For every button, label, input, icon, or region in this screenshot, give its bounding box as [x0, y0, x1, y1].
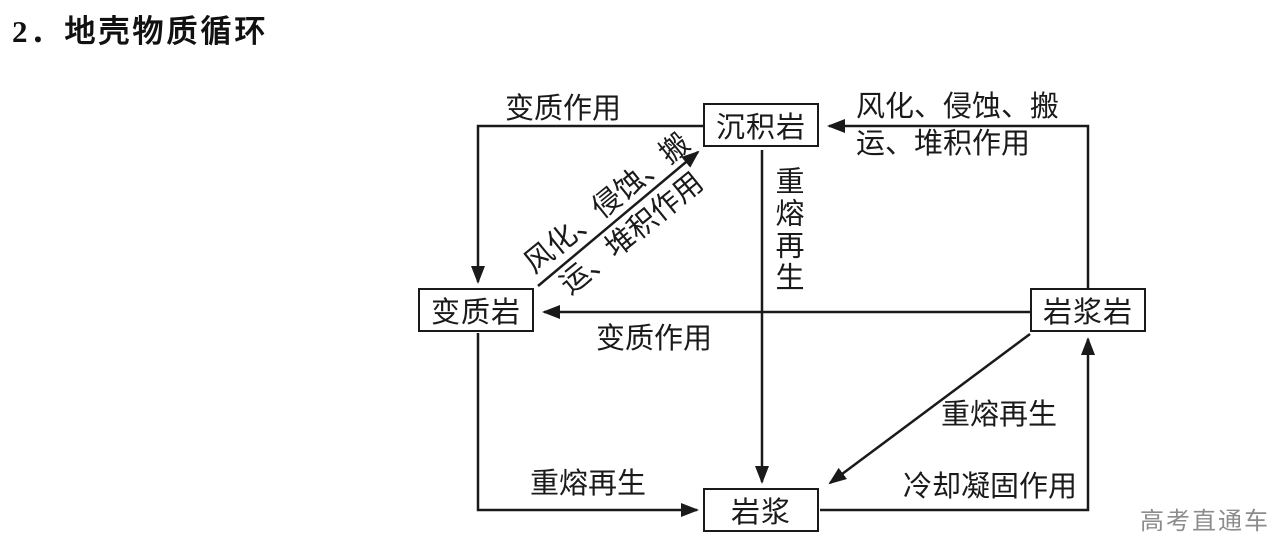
label-remelting-bottom-left: 重熔再生: [530, 468, 647, 500]
label-metamorphism-top: 变质作用: [505, 93, 622, 125]
label-metamorphism-middle: 变质作用: [596, 323, 713, 355]
node-magma: 岩浆: [703, 488, 819, 532]
node-igneous-rock: 岩浆岩: [1030, 288, 1146, 332]
label-remelting-right: 重熔再生: [941, 399, 1058, 431]
watermark: 高考直通车: [1140, 508, 1270, 535]
page-title: 2．地壳物质循环: [12, 14, 269, 49]
label-weathering-erosion-right: 风化、侵蚀、搬 运、堆积作用: [856, 91, 1060, 160]
label-cooling-solidification: 冷却凝固作用: [903, 471, 1078, 503]
node-sedimentary-rock: 沉积岩: [703, 103, 819, 147]
label-remelting-center: 重熔再生: [771, 166, 803, 294]
node-metamorphic-rock: 变质岩: [418, 288, 534, 332]
